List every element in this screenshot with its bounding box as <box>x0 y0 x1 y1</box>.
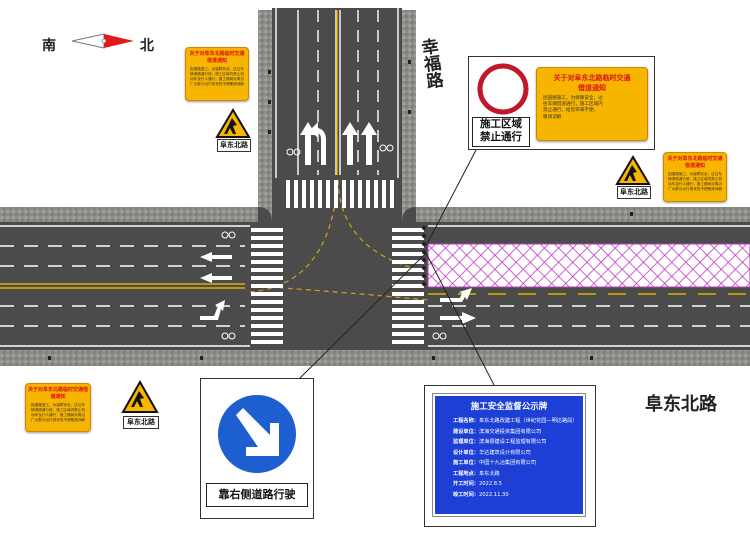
keep-right-callout: 靠右侧道路行驶 <box>200 378 314 519</box>
notice-title: 关于对阜东北路临时交通借道通知 <box>667 156 723 169</box>
notice-body: 因道路施工，为保障安全，过往车辆请借道行驶，施工区域内禁止机动车及行人通行，施工… <box>190 67 244 86</box>
board-row-key: 建设单位： <box>453 428 479 435</box>
board-row-key: 设计单位： <box>453 449 479 456</box>
notice-body-line: 敬请谅解 <box>543 114 562 120</box>
board-row-key: 监理单位： <box>453 439 479 445</box>
no-entry-sign-icon <box>477 63 529 115</box>
horizontal-road-label: 阜东北路 <box>645 394 717 415</box>
barrier-posts <box>422 226 426 286</box>
notice-body: 因道路施工，为保障安全，过往车辆请借道行驶，施工区域内禁止机动车及行人通行，施工… <box>31 403 85 422</box>
board-row-value: 2022.11.30 <box>478 491 509 498</box>
board-row-key: 工程名称： <box>453 418 479 424</box>
lane-lines-north <box>297 10 379 175</box>
board-row-value: 阜东北路 <box>478 470 500 477</box>
notice-body: 因道路施工，为保障安全，过往车辆请借道行驶，施工区域内禁止机动车及行人通行，施工… <box>668 172 722 191</box>
board-row: 工程地点：阜东北路 <box>435 469 583 480</box>
notice-body-line: 往车辆借道通行，施工区域内 <box>543 102 603 108</box>
closed-zone-line1: 施工区域 <box>480 118 522 130</box>
construction-zone <box>427 243 750 288</box>
compass-south-label: 南 <box>42 38 56 54</box>
roadwork-warning-icon <box>121 108 651 413</box>
board-row-value: 滨海交通投资集团有限公司 <box>478 428 542 435</box>
notice-card-top-left: 关于对阜东北路临时交通借道通知 因道路施工，为保障安全，过往车辆请借道行驶，施工… <box>185 47 249 101</box>
notice-card-bottom-left: 关于对阜东北路临时交通借道通知 因道路施工，为保障安全，过往车辆请借道行驶，施工… <box>25 383 91 432</box>
board-row-key: 施工单位： <box>453 460 479 466</box>
board-row-value: 中国十九冶集团有限公司 <box>478 460 537 466</box>
board-row: 监理单位：滨海县建设工程监理有限公司 <box>435 437 583 448</box>
safety-board-callout: 施工安全监督公示牌 工程名称：阜东北路改建工程（世纪花园—明达路段） 建设单位：… <box>424 385 596 527</box>
notice-card-top-right: 关于对阜东北路临时交通借道通知 因道路施工，为保障安全，过往车辆请借道行驶，施工… <box>663 152 727 202</box>
board-row-key: 开工时间： <box>453 481 479 487</box>
board-row-value: 华达建筑设计有限公司 <box>478 449 531 456</box>
notice-title-2: 借道通知 <box>578 84 606 92</box>
sidewalk-markers <box>48 60 633 360</box>
board-row-value: 阜东北路改建工程（世纪花园—明达路段） <box>478 418 578 424</box>
notice-title: 关于对阜东北路临时交通 <box>553 74 631 82</box>
board-row: 施工单位：中国十九冶集团有限公司 <box>435 458 583 469</box>
lane-lines-west <box>0 245 245 327</box>
keep-right-caption: 靠右侧道路行驶 <box>206 483 308 507</box>
keep-right-arrow-icon <box>216 393 298 475</box>
callout-leaders <box>299 149 495 386</box>
board-row-value: 滨海县建设工程监理有限公司 <box>478 439 547 445</box>
crosswalk-north <box>286 180 394 208</box>
compass-north-label: 北 <box>140 38 154 54</box>
lane-arrow-icon <box>200 122 476 324</box>
warn-sign-label: 阜东北路 <box>123 416 159 429</box>
warn-sign-label: 阜东北路 <box>217 139 251 152</box>
board-row-key: 工程地点： <box>453 470 479 477</box>
crosswalk-west <box>251 228 283 344</box>
notice-body: 因道路施工，为保障安全，过 往车辆借道通行，施工区域内 禁止通行，给您带来不便，… <box>537 96 647 121</box>
safety-board: 施工安全监督公示牌 工程名称：阜东北路改建工程（世纪花园—明达路段） 建设单位：… <box>432 393 586 517</box>
edge-lines <box>0 8 750 347</box>
turn-guides <box>249 179 429 301</box>
board-row: 开工时间：2022.8.5 <box>435 479 583 490</box>
bicycle-icon <box>221 144 447 340</box>
board-row: 设计单位：华达建筑设计有限公司 <box>435 448 583 459</box>
closed-zone-text-box: 施工区域 禁止通行 <box>472 117 530 147</box>
board-row: 竣工时间：2022.11.30 <box>435 490 583 501</box>
crosswalk-east <box>392 228 424 344</box>
lane-lines-east <box>428 293 750 327</box>
notice-body-line: 禁止通行，给您带来不便， <box>543 108 599 114</box>
notice-title: 关于对阜东北路临时交通借道通知 <box>189 51 245 64</box>
board-title: 施工安全监督公示牌 <box>470 402 548 412</box>
board-row-value: 2022.8.5 <box>478 481 503 487</box>
warn-sign-label: 阜东北路 <box>617 186 651 199</box>
closed-zone-callout: 施工区域 禁止通行 关于对阜东北路临时交通 借道通知 因道路施工，为保障安全，过… <box>468 56 655 150</box>
notice-card-callout: 关于对阜东北路临时交通 借道通知 因道路施工，为保障安全，过 往车辆借道通行，施… <box>536 67 648 141</box>
notice-title: 关于对阜东北路临时交通借道通知 <box>28 387 89 400</box>
board-row: 建设单位：滨海交通投资集团有限公司 <box>435 427 583 438</box>
compass: 南 北 <box>38 30 168 58</box>
compass-arrow-icon <box>71 33 134 49</box>
board-row-key: 竣工时间： <box>453 491 479 498</box>
board-row: 工程名称：阜东北路改建工程（世纪花园—明达路段） <box>435 416 583 427</box>
closed-zone-line2: 禁止通行 <box>480 131 522 143</box>
notice-body-line: 因道路施工，为保障安全，过 <box>543 96 603 101</box>
